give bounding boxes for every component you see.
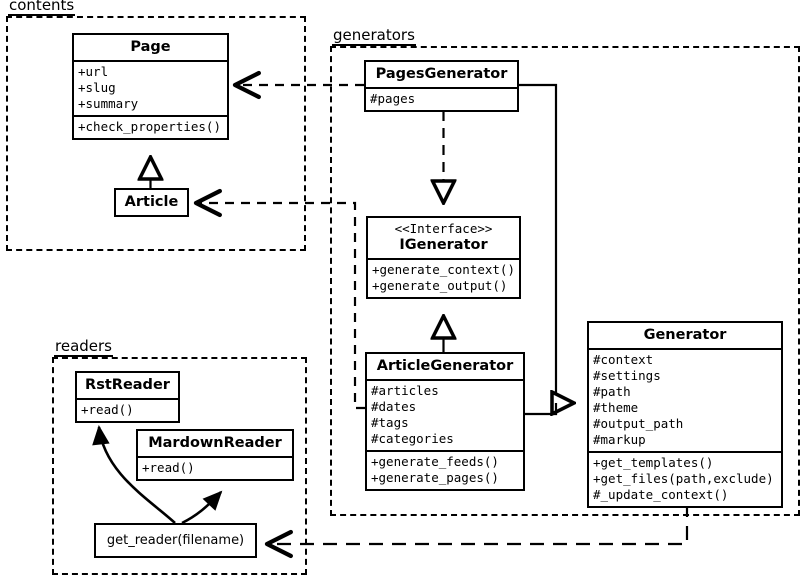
method: +get_files(path,exclude) xyxy=(593,471,774,486)
class-rstreader-title: RstReader xyxy=(85,377,170,393)
class-pagesgenerator[interactable]: PagesGenerator #pages xyxy=(364,60,519,112)
class-mardownreader-methods: +read() xyxy=(138,456,292,479)
package-generators[interactable]: generators xyxy=(330,26,800,516)
class-articlegenerator[interactable]: ArticleGenerator #articles #dates #tags … xyxy=(365,352,525,491)
method: +generate_output() xyxy=(372,278,508,293)
method: +generate_pages() xyxy=(371,470,499,485)
class-page-methods: +check_properties() xyxy=(74,115,227,138)
attribute: #tags xyxy=(371,415,409,430)
class-rstreader[interactable]: RstReader +read() xyxy=(75,371,180,423)
class-page-attributes: +url +slug +summary xyxy=(74,60,227,115)
attribute: #pages xyxy=(370,91,416,106)
attribute: #articles xyxy=(371,383,439,398)
package-contents-label: contents xyxy=(8,0,76,16)
attribute: #categories xyxy=(371,431,454,446)
class-pagesgenerator-title: PagesGenerator xyxy=(375,66,508,82)
class-igenerator[interactable]: <<Interface>> IGenerator +generate_conte… xyxy=(366,216,521,299)
attribute: +slug xyxy=(78,80,116,95)
package-readers-label: readers xyxy=(54,337,113,357)
method: +get_templates() xyxy=(593,455,714,470)
class-article[interactable]: Article xyxy=(114,188,189,217)
class-articlegenerator-attributes: #articles #dates #tags #categories xyxy=(367,379,523,450)
method: #_update_context() xyxy=(593,487,729,502)
method: +generate_context() xyxy=(372,262,515,277)
class-page-title: Page xyxy=(130,39,171,55)
class-rstreader-methods: +read() xyxy=(77,398,178,421)
attribute: #settings xyxy=(593,368,661,383)
class-generator-attributes: #context #settings #path #theme #output_… xyxy=(589,348,781,451)
class-generator[interactable]: Generator #context #settings #path #them… xyxy=(587,321,783,508)
class-igenerator-stereotype: <<Interface>> xyxy=(394,221,493,236)
function-get-reader[interactable]: get_reader(filename) xyxy=(94,523,257,558)
class-generator-title: Generator xyxy=(643,327,727,343)
class-pagesgenerator-attributes: #pages xyxy=(366,87,517,110)
class-igenerator-methods: +generate_context() +generate_output() xyxy=(368,258,519,297)
package-readers-frame xyxy=(52,357,307,575)
class-articlegenerator-methods: +generate_feeds() +generate_pages() xyxy=(367,450,523,489)
package-generators-frame xyxy=(330,46,800,516)
attribute: #theme xyxy=(593,400,639,415)
method: +generate_feeds() xyxy=(371,454,499,469)
attribute: +summary xyxy=(78,96,139,111)
class-articlegenerator-title: ArticleGenerator xyxy=(376,358,514,374)
class-page[interactable]: Page +url +slug +summary +check_properti… xyxy=(72,33,229,140)
class-mardownreader-title: MardownReader xyxy=(148,435,282,451)
method: +check_properties() xyxy=(78,119,221,134)
class-igenerator-title: IGenerator xyxy=(399,237,488,253)
class-mardownreader[interactable]: MardownReader +read() xyxy=(136,429,294,481)
package-generators-label: generators xyxy=(332,26,416,46)
method: +read() xyxy=(142,460,195,475)
package-readers[interactable]: readers xyxy=(52,337,307,575)
class-generator-methods: +get_templates() +get_files(path,exclude… xyxy=(589,451,781,506)
function-get-reader-label: get_reader(filename) xyxy=(106,533,245,548)
attribute: #output_path xyxy=(593,416,684,431)
class-article-title: Article xyxy=(124,194,179,210)
attribute: #dates xyxy=(371,399,417,414)
package-contents-frame xyxy=(6,16,306,251)
attribute: #path xyxy=(593,384,631,399)
attribute: #markup xyxy=(593,432,646,447)
attribute: +url xyxy=(78,64,109,79)
method: +read() xyxy=(81,402,134,417)
package-contents[interactable]: contents xyxy=(6,0,306,251)
attribute: #context xyxy=(593,352,654,367)
